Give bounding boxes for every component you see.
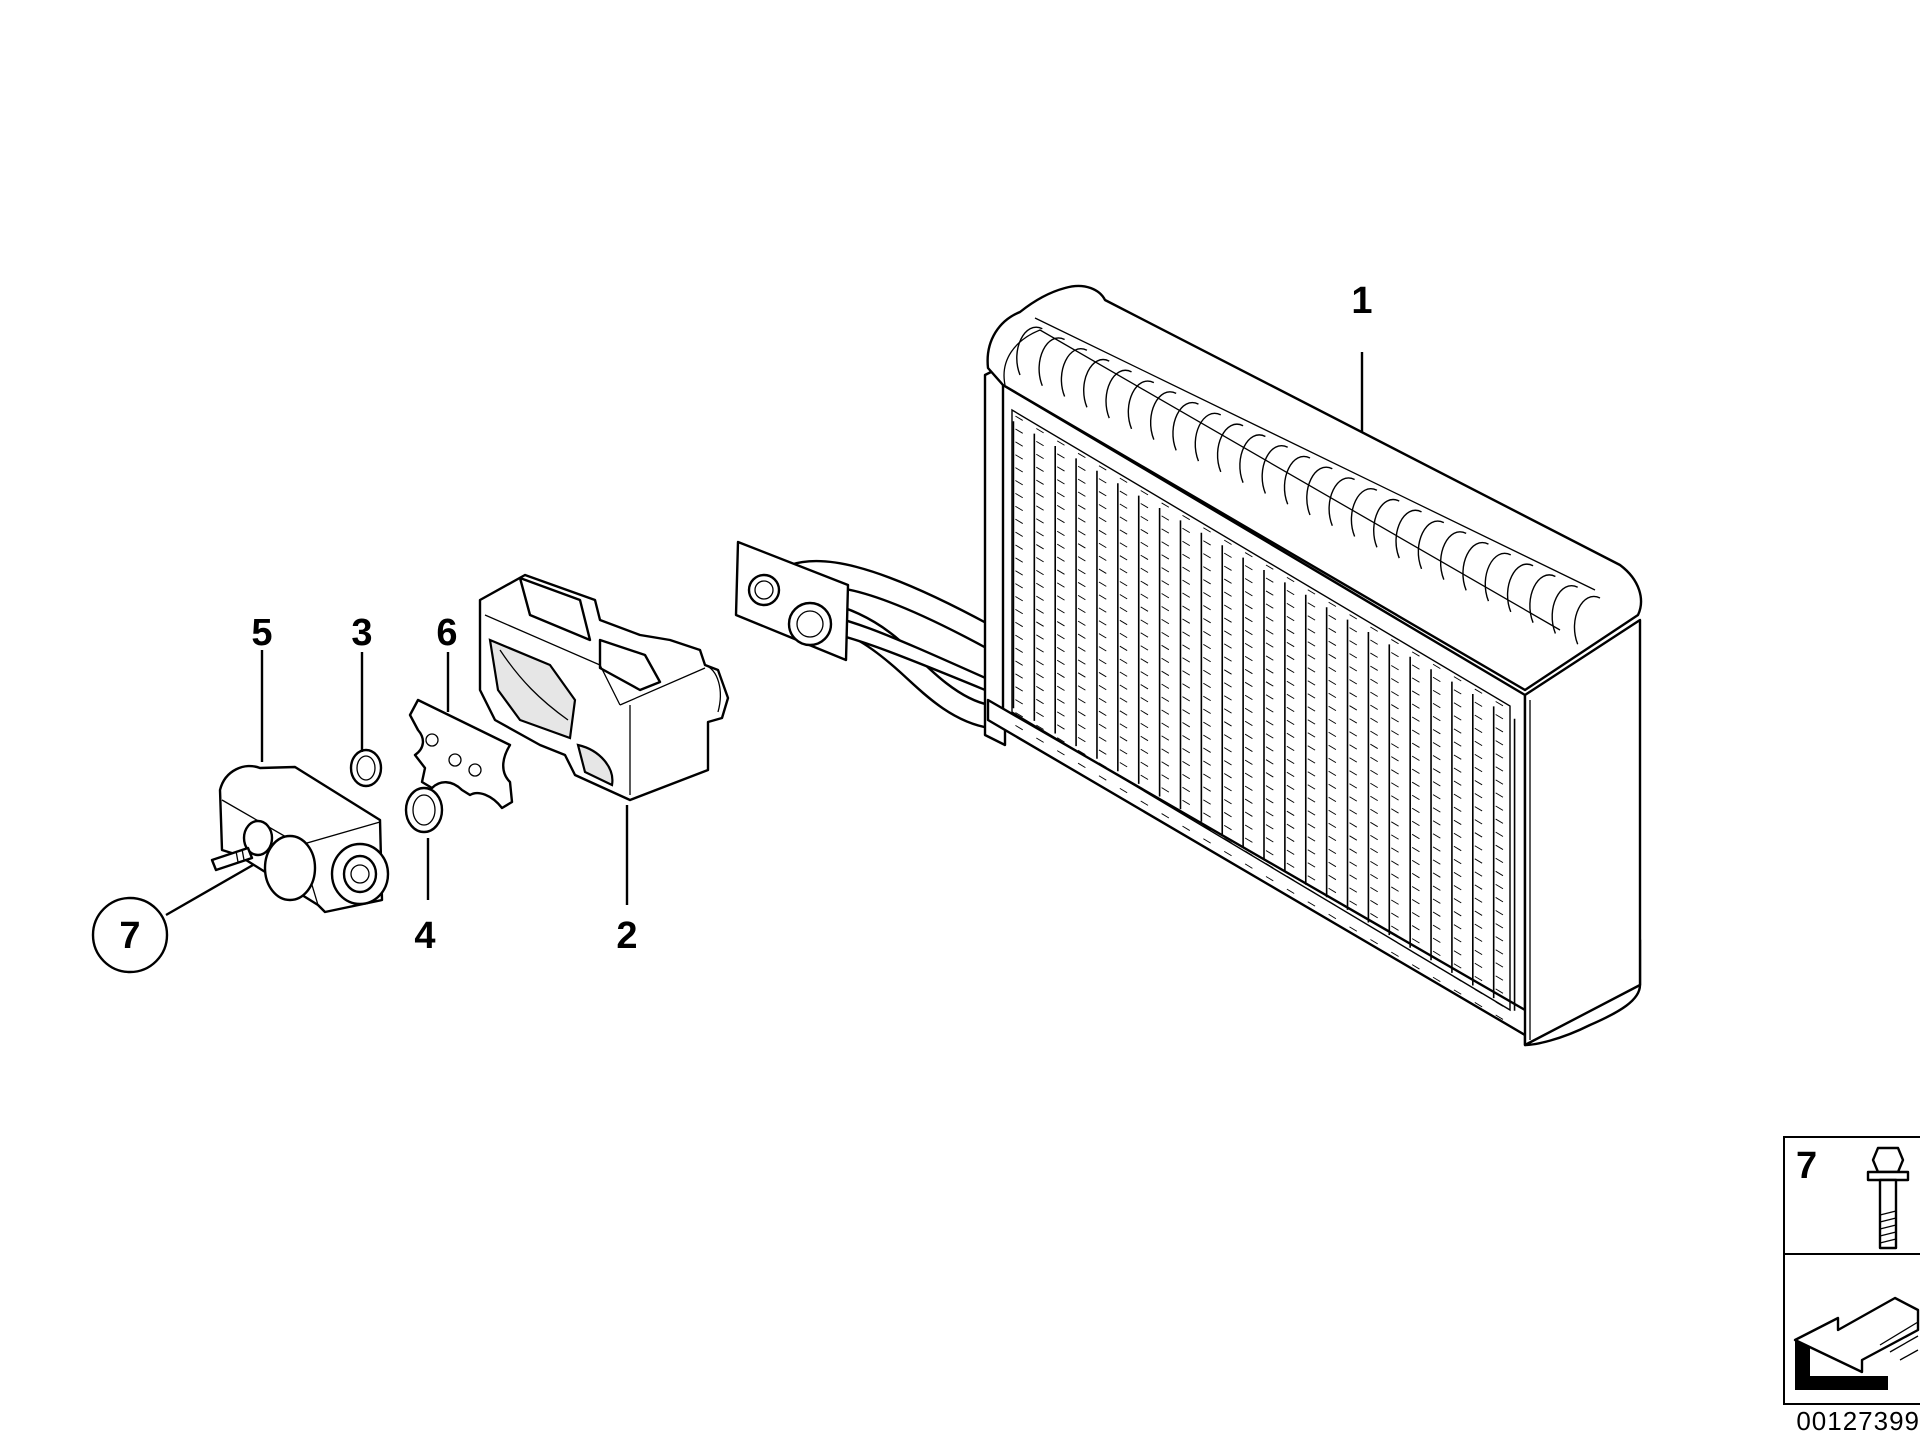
pipe-flange bbox=[734, 540, 850, 662]
callout-7: 7 bbox=[119, 915, 140, 957]
o-ring-3[interactable] bbox=[349, 748, 383, 788]
callout-1: 1 bbox=[1351, 280, 1372, 322]
cooling-fins bbox=[1011, 408, 1516, 1020]
callout-4: 4 bbox=[414, 915, 435, 957]
legend-box: 7 bbox=[1783, 1136, 1920, 1405]
callout-5: 5 bbox=[251, 612, 272, 654]
callout-3: 3 bbox=[351, 612, 372, 654]
callout-7-circle bbox=[91, 896, 169, 974]
header-corrugation bbox=[1016, 326, 1601, 645]
gasket-plate[interactable] bbox=[408, 698, 514, 810]
reference-number: 00127399 bbox=[1796, 1406, 1920, 1436]
o-ring-4[interactable] bbox=[404, 786, 444, 834]
valve-housing[interactable] bbox=[478, 573, 730, 802]
legend-number: 7 bbox=[1796, 1145, 1817, 1187]
expansion-valve[interactable] bbox=[210, 764, 390, 914]
evaporator-core[interactable] bbox=[734, 284, 1643, 1047]
callout-6: 6 bbox=[436, 612, 457, 654]
leader-lines bbox=[165, 352, 1364, 917]
callout-2: 2 bbox=[616, 915, 637, 957]
bolt-icon bbox=[1866, 1146, 1910, 1250]
arrow-symbol-icon bbox=[1793, 1296, 1920, 1390]
